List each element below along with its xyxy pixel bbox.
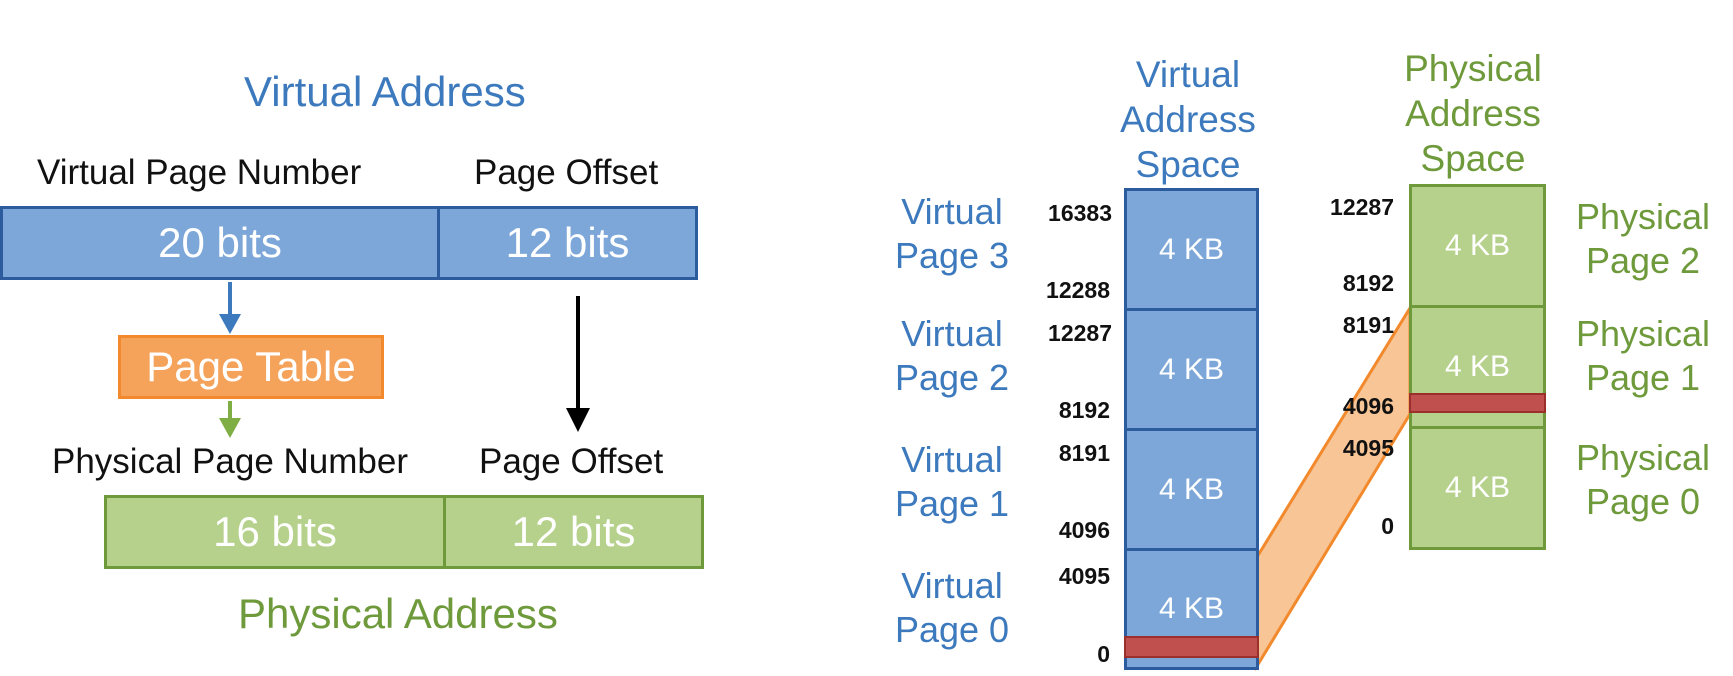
virtual-addr-12287: 12287 <box>1048 320 1112 346</box>
offset-bits-bottom-label: 12 bits <box>511 508 636 555</box>
offset-field-top: 12 bits <box>437 206 698 280</box>
virtual-addr-4096: 4096 <box>1058 517 1110 543</box>
physical-page-0-size: 4 KB <box>1444 471 1511 504</box>
mapping-band-shape <box>1255 302 1412 672</box>
physical-addr-4096: 4096 <box>1342 393 1394 419</box>
virtual-addr-4095: 4095 <box>1058 563 1110 589</box>
virtual-address-title: Virtual Address <box>244 68 526 115</box>
virtual-page-0-label: Virtual Page 0 <box>894 565 1010 650</box>
ppn-field: 16 bits <box>104 495 446 569</box>
physical-addr-8192: 8192 <box>1342 270 1394 296</box>
virtual-addr-8191: 8191 <box>1058 440 1110 466</box>
physical-space-title: Physical Address Space <box>1404 48 1542 179</box>
offset-field-bottom: 12 bits <box>443 495 704 569</box>
vpn-to-table-arrowhead <box>219 314 241 334</box>
virtual-page-1-size: 4 KB <box>1158 472 1225 506</box>
ppn-bits-label: 16 bits <box>213 508 337 555</box>
physical-page-0-label: Physical Page 0 <box>1575 437 1711 522</box>
physical-page-2-cell: 4 KB <box>1409 184 1546 308</box>
virtual-addr-16383: 16383 <box>1048 200 1112 226</box>
physical-page-1-label: Physical Page 1 <box>1575 313 1711 398</box>
physical-addr-8191: 8191 <box>1342 312 1394 338</box>
physical-page-2-label: Physical Page 2 <box>1575 196 1711 281</box>
offset-bits-top-label: 12 bits <box>505 219 630 266</box>
physical-highlight-bar <box>1409 393 1546 413</box>
vpn-bits-label: 20 bits <box>158 219 282 266</box>
virtual-space-title: Virtual Address Space <box>1120 54 1256 185</box>
virtual-page-2-label: Virtual Page 2 <box>894 313 1010 398</box>
left-arrows <box>219 282 590 438</box>
offset-pass-arrowhead <box>566 408 590 432</box>
virtual-page-3-label: Virtual Page 3 <box>894 191 1010 276</box>
physical-addr-4095: 4095 <box>1342 435 1394 461</box>
virtual-highlight-bar <box>1124 636 1259 658</box>
virtual-page-3-size: 4 KB <box>1158 232 1225 266</box>
physical-addr-12287: 12287 <box>1330 194 1394 220</box>
page-table-label: Page Table <box>146 343 356 390</box>
virtual-addr-12288: 12288 <box>1046 277 1110 303</box>
page-offset-label-bottom: Page Offset <box>479 442 664 481</box>
virtual-page-0-size: 4 KB <box>1158 592 1225 625</box>
page-table-box: Page Table <box>118 335 384 399</box>
virtual-page-1-cell: 4 KB <box>1124 428 1259 551</box>
physical-page-0-cell: 4 KB <box>1409 426 1546 550</box>
virtual-addr-8192: 8192 <box>1058 397 1110 423</box>
table-to-ppn-arrowhead <box>219 418 241 438</box>
virtual-page-2-cell: 4 KB <box>1124 308 1259 431</box>
virtual-page-number-label: Virtual Page Number <box>37 153 362 192</box>
physical-address-title: Physical Address <box>238 590 558 637</box>
page-offset-label-top: Page Offset <box>474 153 659 192</box>
virtual-addr-0: 0 <box>1097 641 1110 667</box>
virtual-page-1-label: Virtual Page 1 <box>894 439 1010 524</box>
virtual-page-2-size: 4 KB <box>1158 352 1225 386</box>
virtual-page-3-cell: 4 KB <box>1124 188 1259 311</box>
physical-addr-0: 0 <box>1381 513 1394 539</box>
physical-page-number-label: Physical Page Number <box>52 442 408 481</box>
physical-page-2-size: 4 KB <box>1444 229 1511 262</box>
physical-page-1-size: 4 KB <box>1444 350 1511 383</box>
